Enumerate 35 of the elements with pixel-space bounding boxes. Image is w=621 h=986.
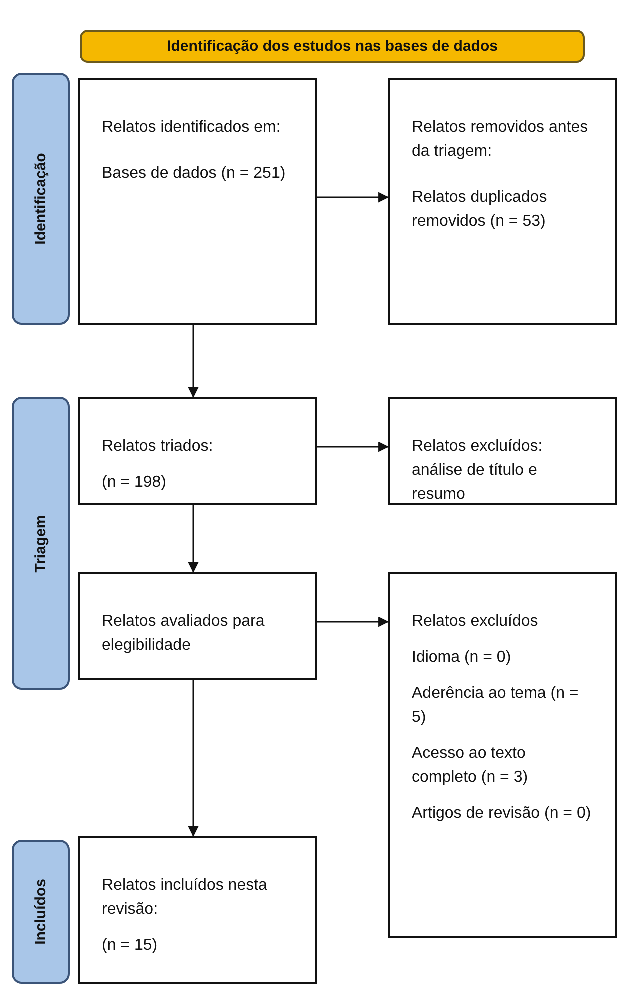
phase-band <box>12 840 70 984</box>
box-text: Relatos incluídos nesta revisão: <box>102 876 268 920</box>
box-text: Relatos avaliados para elegibilidade <box>102 612 266 656</box>
process-box <box>78 572 317 680</box>
phase-label: Triagem <box>32 514 50 572</box>
arrow <box>317 442 390 452</box>
box-text: (n = 198) <box>102 473 168 493</box>
box-text: Relatos identificados em: <box>102 118 282 138</box>
box-text: Acesso ao texto completo (n = 3) <box>412 744 530 788</box>
process-box <box>78 78 317 325</box>
box-text: Relatos excluídos <box>412 612 540 632</box>
phase-label: Incluídos <box>32 879 50 945</box>
box-text: Aderência ao tema (n = 5) <box>412 684 580 728</box>
process-box <box>78 836 317 984</box>
arrow <box>188 505 199 574</box>
phase-band <box>12 73 70 325</box>
arrow <box>317 192 390 203</box>
process-box <box>388 397 617 505</box>
phase-label: Identificação <box>32 153 50 245</box>
box-text: Bases de dados (n = 251) <box>102 164 287 184</box>
arrow <box>317 616 390 628</box>
arrow <box>188 325 199 398</box>
arrow <box>188 680 199 838</box>
box-text: Relatos removidos antes da triagem: <box>412 118 590 162</box>
box-text: Relatos excluídos: análise de título e resumo <box>412 437 544 505</box>
box-text: Idioma (n = 0) <box>412 648 512 668</box>
box-text: (n = 15) <box>102 936 159 956</box>
box-text: Relatos triados: <box>102 437 214 457</box>
process-box <box>388 572 617 938</box>
process-box <box>78 397 317 505</box>
box-text: Artigos de revisão (n = 0) <box>412 804 592 824</box>
phase-band <box>12 397 70 690</box>
box-text: Relatos duplicados removidos (n = 53) <box>412 188 548 232</box>
process-box <box>388 78 617 325</box>
header-title: Identificação dos estudos nas bases de dados <box>80 30 585 63</box>
